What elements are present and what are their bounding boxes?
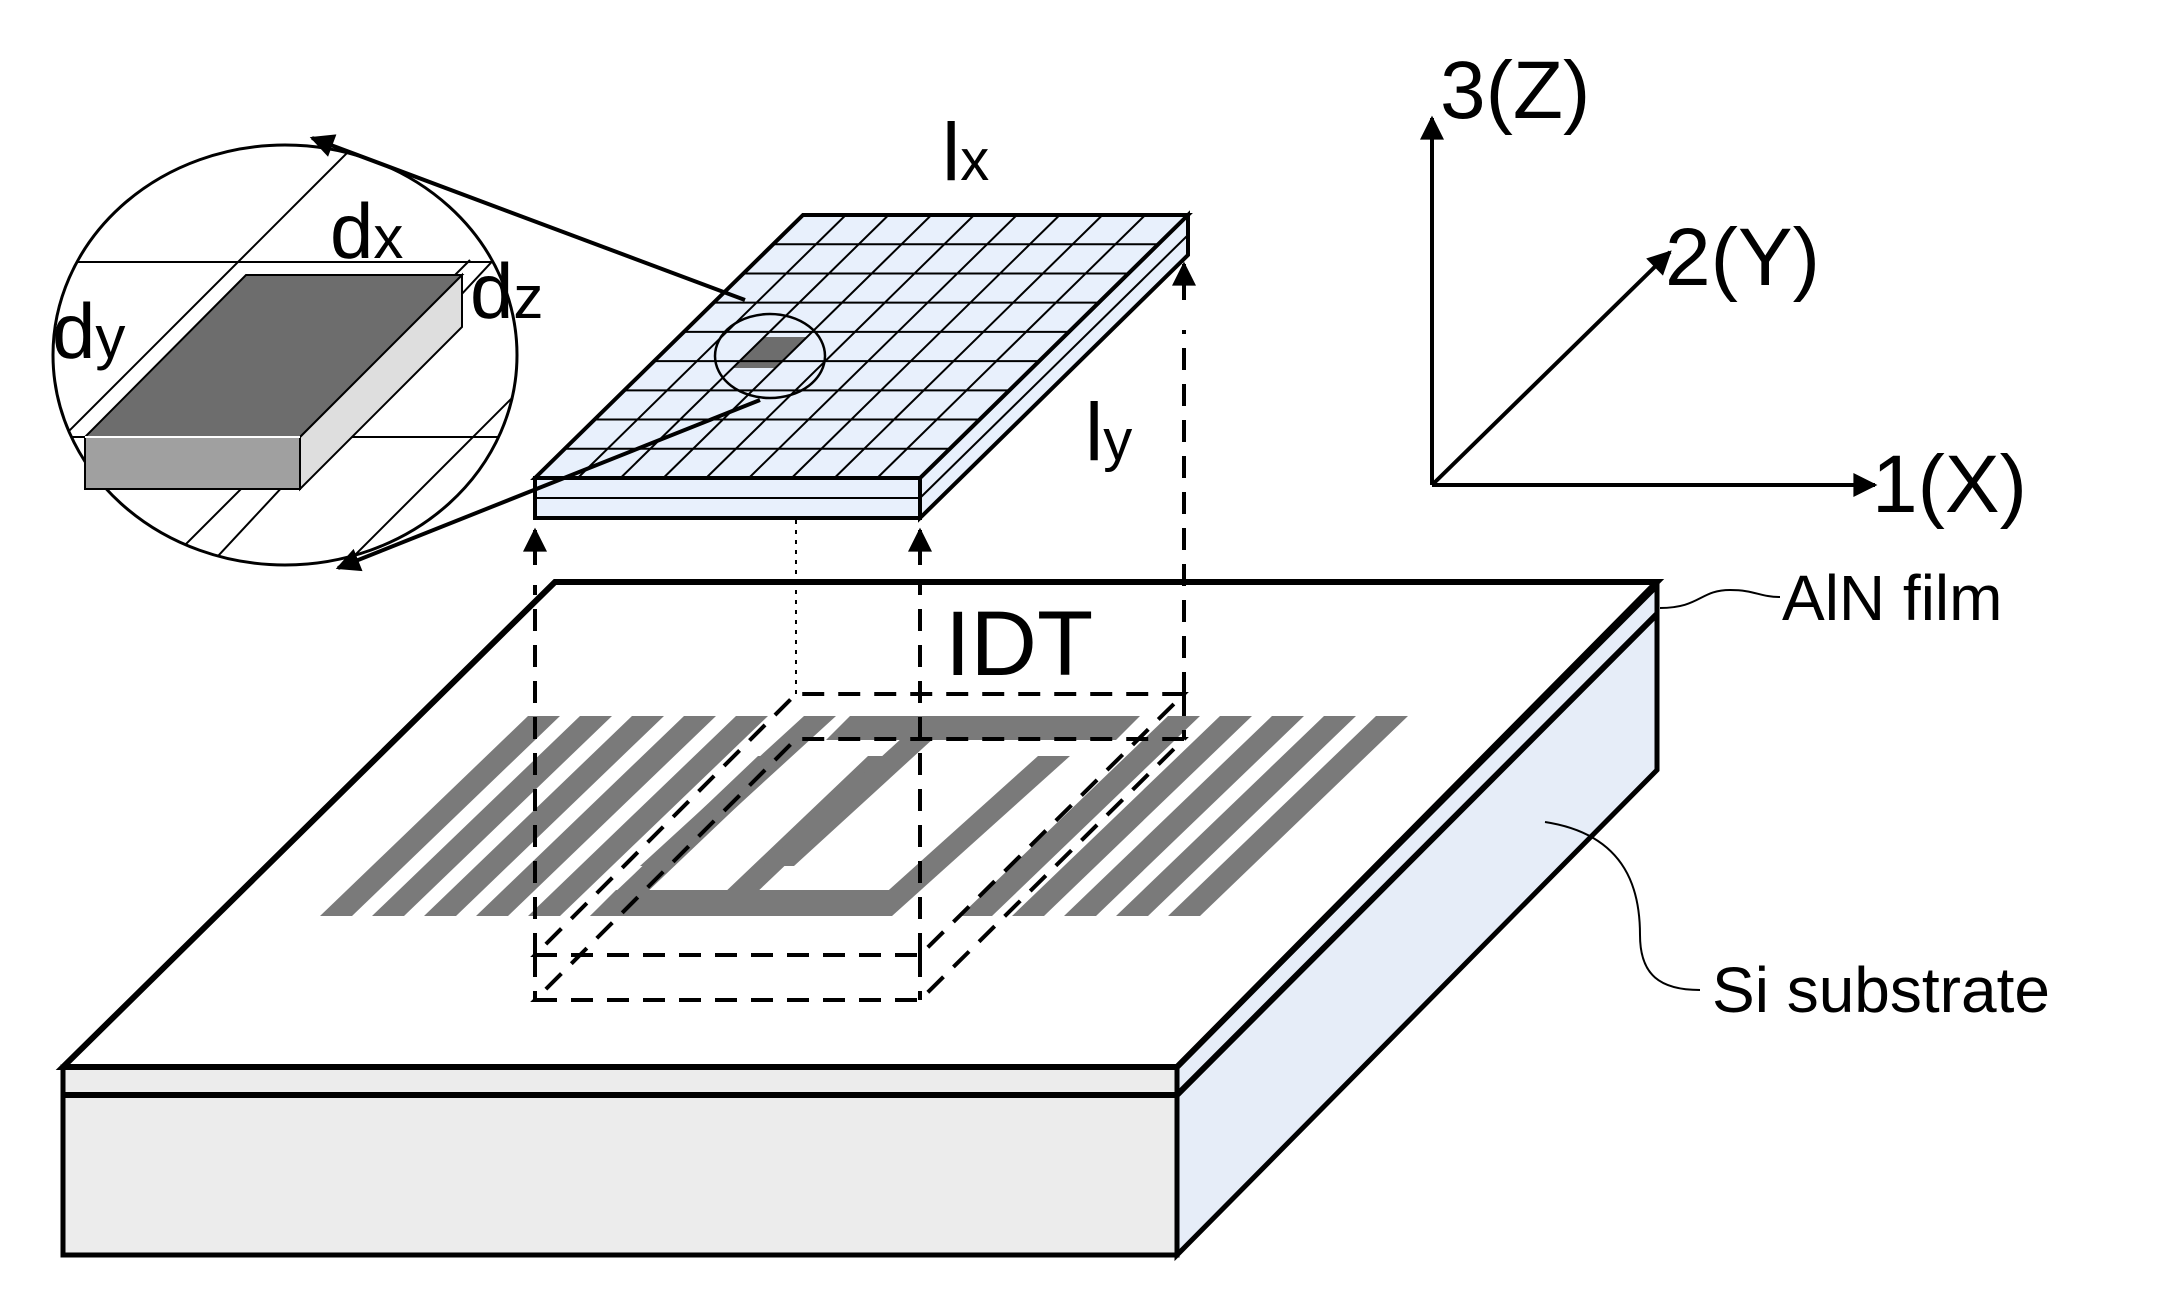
z-axis-label: 3(Z) [1440, 45, 1590, 136]
ly-label: ly [1085, 387, 1132, 478]
electrode-finger [1168, 716, 1408, 916]
electrode-bus [590, 890, 892, 916]
si-substrate-label: Si substrate [1712, 954, 2050, 1026]
electrode-finger [762, 716, 958, 866]
zoom-arrow-top [309, 134, 746, 302]
electrode-finger [424, 716, 664, 916]
substrate-block [55, 579, 1665, 1262]
substrate-front-face [60, 1064, 1180, 1258]
mesh-line [833, 214, 1104, 479]
magnified-lens [51, 143, 519, 567]
dx-label: dx [330, 187, 403, 275]
lx-label: lx [942, 107, 989, 198]
aln-leader-line [1659, 588, 1781, 609]
mesh-plate [530, 210, 1193, 523]
magnifier-circle [713, 312, 827, 400]
aln-film-top-face [55, 579, 1665, 1070]
electrode-finger [320, 716, 560, 916]
aln-film-label: AlN film [1782, 562, 2002, 634]
y-axis-label: 2(Y) [1665, 212, 1820, 303]
element-front-face [84, 436, 301, 490]
electrode-finger [1012, 716, 1252, 916]
electrode-finger [372, 716, 612, 916]
mesh-line [876, 214, 1146, 479]
y-axis [1430, 250, 1672, 487]
projection-box [530, 330, 1189, 1002]
mesh-line [705, 214, 975, 479]
idt-label: IDT [945, 593, 1093, 695]
electrode-finger [528, 716, 768, 916]
zoom-arrow-bottom [335, 398, 761, 572]
mesh-line [577, 214, 847, 479]
mesh-line [619, 214, 890, 479]
mesh-line [790, 214, 1061, 479]
coordinate-axes [1420, 115, 1878, 497]
dz-label: dz [470, 247, 543, 335]
x-axis-label: 1(X) [1872, 439, 2027, 530]
dy-label: dy [52, 287, 125, 375]
electrode-finger [860, 756, 1070, 916]
electrode-finger [1116, 716, 1356, 916]
aln-film-side-line [1174, 611, 1660, 1098]
si-leader-line [1544, 821, 1701, 991]
electrode-finger [1064, 716, 1304, 916]
electrode-bus [826, 716, 1140, 740]
mesh-line [662, 214, 933, 479]
mesh-line [748, 214, 1018, 479]
mesh-grid-lines [564, 214, 1159, 479]
electrode-finger [960, 716, 1200, 916]
electrode-finger [640, 716, 836, 866]
